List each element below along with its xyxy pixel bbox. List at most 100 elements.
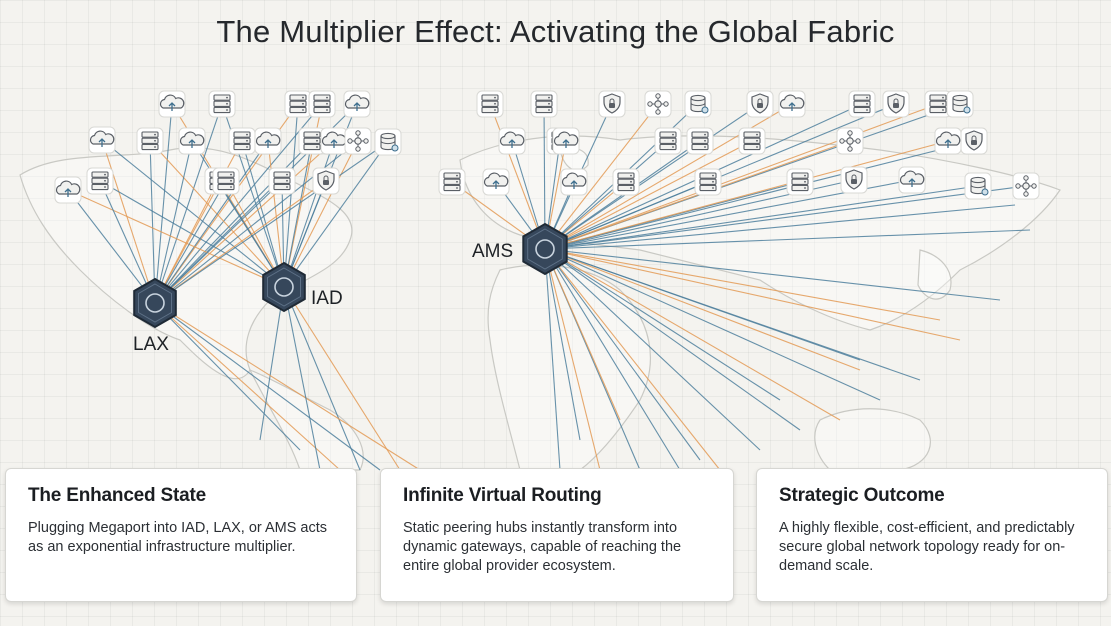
connection-line: [544, 204, 1016, 250]
connection-line: [154, 141, 389, 304]
card-body: Plugging Megaport into IAD, LAX, or AMS …: [28, 520, 328, 555]
connection-line: [283, 103, 299, 288]
server-icon: [530, 90, 558, 118]
server-icon: [848, 90, 876, 118]
connection-line: [283, 141, 389, 288]
connection-line: [241, 140, 285, 288]
connection-line: [544, 248, 1001, 301]
server-icon: [136, 127, 164, 155]
connection-line: [154, 103, 223, 304]
connection-line: [544, 248, 941, 321]
connection-line: [544, 248, 581, 441]
connection-line: [154, 140, 269, 304]
connection-line: [544, 185, 979, 250]
card-strategic-outcome: Strategic Outcome A highly flexible, cos…: [756, 468, 1108, 602]
connection-line: [101, 139, 156, 304]
map-landmass: [487, 264, 651, 471]
cloud-icon: [934, 127, 962, 155]
network-node-icon: [644, 90, 672, 118]
connection-line: [544, 248, 721, 471]
shield-icon: [746, 90, 774, 118]
card-heading: Strategic Outcome: [779, 485, 945, 506]
connection-line: [544, 248, 961, 341]
connection-line: [544, 248, 601, 471]
connection-line: [154, 180, 219, 304]
database-icon: [946, 90, 974, 118]
card-heading: The Enhanced State: [28, 485, 206, 506]
provider-icons: [54, 90, 1040, 204]
connection-line: [259, 286, 285, 441]
card-body: A highly flexible, cost-efficient, and p…: [779, 520, 1075, 574]
server-icon: [298, 127, 326, 155]
shield-icon: [312, 167, 340, 195]
cloud-icon: [778, 90, 806, 118]
connection-line: [149, 140, 156, 304]
database-icon: [684, 90, 712, 118]
connection-line: [544, 140, 753, 250]
card-enhanced-state: The Enhanced State Plugging Megaport int…: [5, 468, 357, 602]
server-icon: [654, 127, 682, 155]
server-icon: [786, 168, 814, 196]
shield-icon: [960, 127, 988, 155]
server-icon: [612, 168, 640, 196]
connection-line: [544, 185, 1027, 250]
connection-line: [544, 181, 709, 250]
connection-line: [544, 248, 801, 431]
server-icon: [686, 127, 714, 155]
cloud-icon: [343, 90, 371, 118]
connection-line: [283, 286, 321, 471]
hub-label-lax: LAX: [133, 334, 169, 355]
connection-line: [283, 286, 361, 471]
network-node-icon: [344, 127, 372, 155]
connection-line: [154, 302, 421, 471]
hub-label-iad: IAD: [311, 288, 343, 309]
card-infinite-virtual-routing: Infinite Virtual Routing Static peering …: [380, 468, 734, 602]
connection-line: [283, 286, 401, 471]
connection-line: [544, 103, 761, 250]
hub-nodes: [133, 222, 568, 329]
shield-icon: [598, 90, 626, 118]
connection-line: [154, 302, 381, 471]
shield-icon: [882, 90, 910, 118]
connection-line: [267, 140, 285, 288]
database-icon: [964, 172, 992, 200]
connection-line: [544, 248, 781, 401]
cloud-icon: [178, 127, 206, 155]
server-icon: [476, 90, 504, 118]
connection-line: [101, 139, 285, 288]
server-icon: [284, 90, 312, 118]
connection-line: [99, 180, 156, 304]
server-icon: [228, 127, 256, 155]
connection-line: [544, 140, 669, 250]
map-landmass: [917, 249, 952, 300]
page-title: The Multiplier Effect: Activating the Gl…: [216, 14, 895, 49]
connection-line: [67, 189, 285, 288]
connection-line: [544, 103, 659, 250]
connection-line: [544, 140, 975, 250]
shield-icon: [840, 166, 868, 194]
server-icon: [86, 167, 114, 195]
connection-line: [544, 248, 621, 421]
server-icon: [212, 167, 240, 195]
connection-line: [154, 180, 283, 304]
cloud-icon: [482, 168, 510, 196]
hub-label-ams: AMS: [472, 241, 514, 262]
connection-line: [544, 248, 561, 471]
cloud-icon: [552, 127, 580, 155]
cloud-icon: [898, 166, 926, 194]
connection-line: [154, 180, 227, 304]
connection-line: [99, 180, 285, 288]
cloud-icon: [254, 127, 282, 155]
hub-ams-icon: [522, 222, 568, 276]
connection-line: [544, 248, 701, 461]
connection-line: [544, 140, 949, 250]
connection-line: [544, 140, 851, 250]
connection-line: [154, 140, 335, 304]
cloud-icon: [498, 127, 526, 155]
connection-line: [544, 248, 761, 451]
network-node-icon: [1012, 172, 1040, 200]
cloud-icon: [88, 126, 116, 154]
server-icon: [438, 168, 466, 196]
card-body: Static peering hubs instantly transform …: [403, 520, 682, 574]
